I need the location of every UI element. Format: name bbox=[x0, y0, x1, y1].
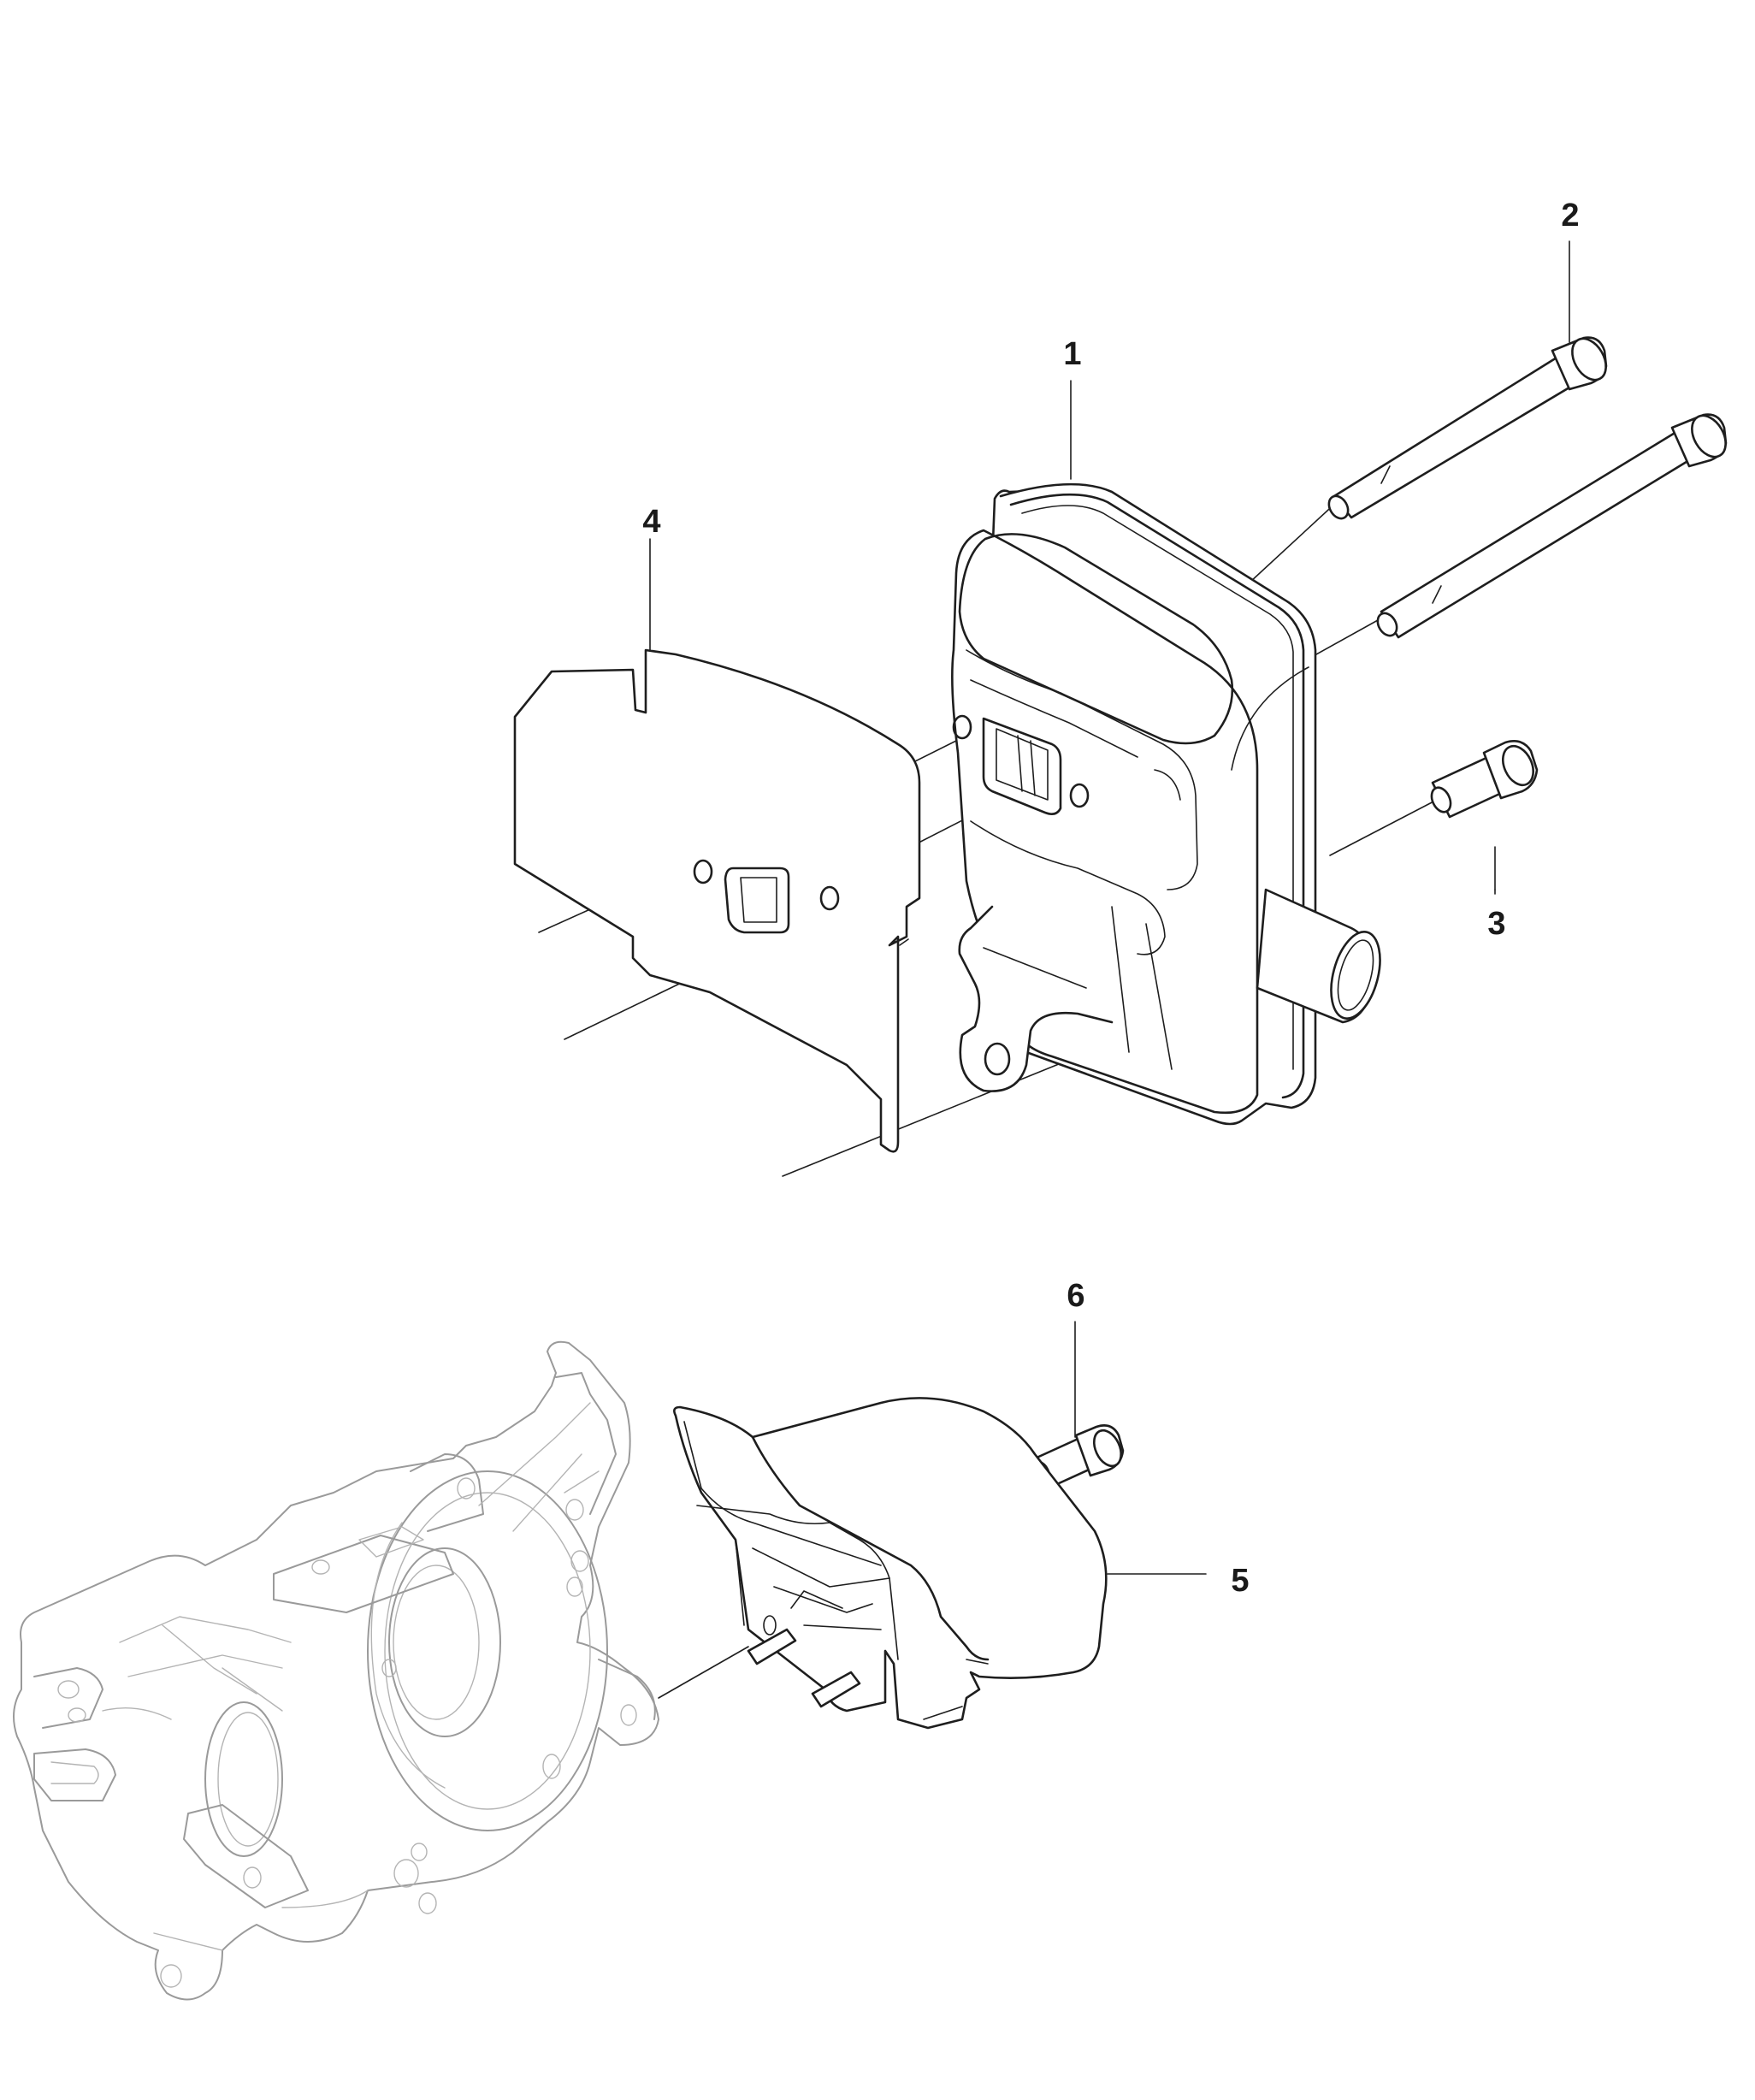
short-bolt bbox=[1430, 740, 1539, 819]
crankcase-ghost bbox=[13, 1340, 659, 2001]
callout-3-short-bolt: 3 bbox=[1487, 906, 1506, 942]
long-bolts bbox=[1327, 336, 1728, 639]
callout-6-small-bolt: 6 bbox=[1067, 1278, 1085, 1314]
callout-2-long-bolt: 2 bbox=[1561, 198, 1580, 234]
callout-pointers bbox=[649, 240, 1570, 1575]
muffler-body bbox=[951, 482, 1381, 1126]
heat-shield-plate bbox=[513, 648, 921, 1153]
callout-5-deflector-cover: 5 bbox=[1231, 1563, 1250, 1599]
callout-4-heat-shield: 4 bbox=[642, 504, 661, 540]
callout-1-muffler: 1 bbox=[1063, 336, 1082, 372]
deflector-cover bbox=[673, 1397, 1108, 1730]
